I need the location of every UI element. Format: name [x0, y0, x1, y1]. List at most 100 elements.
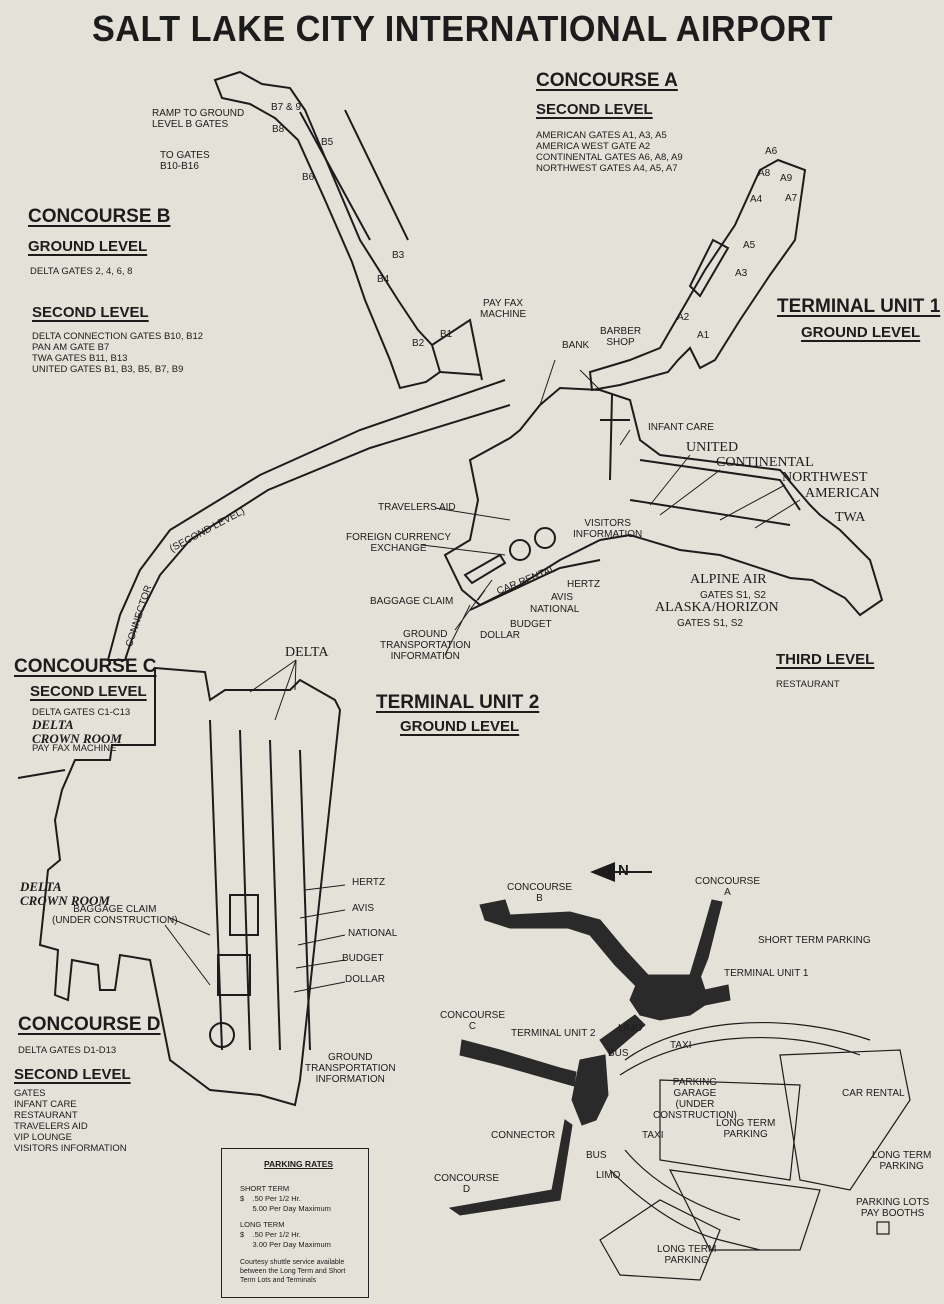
site-concourse-a-label: CONCOURSE A	[695, 876, 761, 898]
parking-rates-title: PARKING RATES	[264, 1159, 334, 1169]
concourse-d-amenity: VIP LOUNGE	[14, 1132, 72, 1143]
third-level-heading: THIRD LEVEL	[776, 651, 875, 668]
t2-rental-budget: BUDGET	[342, 953, 384, 964]
site-long-term-parking-1: LONG TERM PARKING	[716, 1118, 776, 1140]
t2-ground-transport-label: GROUND TRANSPORTATION INFORMATION	[305, 1052, 396, 1085]
gate-label-a2: A2	[677, 312, 690, 323]
parking-rates-short: SHORT TERM $ .50 Per 1/2 Hr. 5.00 Per Da…	[240, 1184, 331, 1213]
site-terminal-1	[629, 974, 731, 1021]
north-arrow	[590, 862, 652, 882]
site-bus-label-2: BUS	[586, 1150, 607, 1161]
rental-label-hertz: HERTZ	[567, 579, 601, 590]
concourse-a-heading: CONCOURSE A	[536, 70, 678, 91]
concourse-d-level: SECOND LEVEL	[14, 1066, 131, 1083]
site-concourse-c	[459, 1039, 577, 1087]
concourse-d-amenity: TRAVELERS AID	[14, 1121, 88, 1132]
concourse-a-line: CONTINENTAL GATES A6, A8, A9	[536, 152, 683, 163]
rental-label-budget: BUDGET	[510, 619, 552, 630]
site-connector-t1-t2	[599, 1014, 646, 1056]
gate-label-b8: B8	[272, 124, 285, 135]
site-car-rental-label: CAR RENTAL	[842, 1088, 905, 1099]
concourse-b-second-line: DELTA CONNECTION GATES B10, B12	[32, 331, 204, 342]
concourse-c-line: DELTA GATES C1-C13	[32, 707, 131, 718]
gate-label-b1: B1	[440, 329, 453, 340]
concourse-a-inner	[688, 238, 730, 298]
gate-label-b7-9: B7 & 9	[271, 102, 302, 113]
t2-baggage-claim-label: BAGGAGE CLAIM (UNDER CONSTRUCTION)	[52, 904, 178, 926]
site-terminal-2	[571, 1054, 609, 1126]
t2-circular-stair	[209, 1022, 235, 1048]
visitors-info-label: VISITORS INFORMATION	[573, 518, 643, 540]
alaska-horizon-label: ALASKA/HORIZON	[655, 600, 779, 615]
leader-lines	[164, 359, 801, 993]
site-concourse-b	[479, 899, 649, 991]
alaska-horizon-gates: GATES S1, S2	[677, 618, 743, 629]
t2-rental-avis: AVIS	[352, 903, 375, 914]
concourse-c-level: SECOND LEVEL	[30, 683, 147, 700]
ramp-label: RAMP TO GROUND LEVEL B GATES	[152, 108, 245, 130]
ground-transport-label: GROUND TRANSPORTATION INFORMATION	[380, 629, 471, 662]
rental-label-dollar: DOLLAR	[480, 630, 521, 641]
pay-fax-label: PAY FAX MACHINE	[480, 298, 527, 320]
site-map-roads	[599, 1021, 911, 1281]
alpine-air-label: ALPINE AIR	[690, 572, 767, 587]
parking-rates-note: Courtesy shuttle service available betwe…	[240, 1259, 346, 1284]
concourse-c-inner-lines	[209, 719, 311, 1051]
concourse-b-ground-line: DELTA GATES 2, 4, 6, 8	[30, 266, 133, 277]
terminal-2-heading: TERMINAL UNIT 2	[376, 692, 540, 713]
t2-rental-national: NATIONAL	[348, 928, 398, 939]
t1-car-rental-strip	[469, 559, 601, 611]
gate-label-a4: A4	[750, 194, 763, 205]
b-connector-lines	[431, 318, 483, 381]
gate-label-b2: B2	[412, 338, 425, 349]
airline-label-united: UNITED	[686, 440, 739, 455]
t2-rental-hertz: HERTZ	[352, 877, 386, 888]
gate-label-a7: A7	[785, 193, 798, 204]
delta-crown-room-label: DELTA CROWN ROOM	[20, 879, 110, 908]
gate-label-b4: B4	[377, 274, 390, 285]
site-long-term-parking-2: LONG TERM PARKING	[872, 1150, 932, 1172]
concourse-a-level: SECOND LEVEL	[536, 101, 653, 118]
gate-label-a8: A8	[758, 168, 771, 179]
concourse-b-second-line: UNITED GATES B1, B3, B5, B7, B9	[32, 364, 184, 375]
site-concourse-c-label: CONCOURSE C	[440, 1010, 506, 1032]
third-level-line: RESTAURANT	[776, 679, 840, 690]
baggage-claim-label: BAGGAGE CLAIM	[370, 596, 454, 607]
gate-label-a3: A3	[735, 268, 748, 279]
site-terminal-2-label: TERMINAL UNIT 2	[511, 1028, 596, 1039]
d-left-arrow	[17, 769, 66, 779]
gate-label-a6: A6	[765, 146, 778, 157]
site-pay-booths-label: PARKING LOTS PAY BOOTHS	[856, 1197, 930, 1219]
airline-label-american: AMERICAN	[805, 486, 880, 501]
concourse-d-amenity: GATES	[14, 1088, 46, 1099]
site-limo-label-2: LIMO	[596, 1170, 621, 1181]
site-concourse-d-label: CONCOURSE D	[434, 1173, 500, 1195]
concourse-d-amenity: VISITORS INFORMATION	[14, 1143, 127, 1154]
gate-label-b3: B3	[392, 250, 405, 261]
concourse-a-line: AMERICAN GATES A1, A3, A5	[536, 130, 667, 141]
site-long-term-parking-3: LONG TERM PARKING	[657, 1244, 717, 1266]
travelers-aid-label: TRAVELERS AID	[378, 502, 456, 513]
terminal-1-heading: TERMINAL UNIT 1	[777, 296, 941, 317]
site-connector-d	[448, 1119, 573, 1216]
site-map-buildings	[448, 899, 731, 1216]
site-garage-label: PARKING GARAGE (UNDER CONSTRUCTION)	[653, 1077, 737, 1121]
concourse-d-amenity: RESTAURANT	[14, 1110, 78, 1121]
site-bus-label: BUS	[608, 1048, 629, 1059]
terminal-outline-strokes	[17, 70, 884, 1107]
airline-label-twa: TWA	[835, 510, 866, 525]
t2-baggage-racetrack-2	[217, 954, 251, 996]
terminal-1-inner-lines	[600, 394, 801, 526]
site-terminal-1-label: TERMINAL UNIT 1	[724, 968, 809, 979]
page-title: SALT LAKE CITY INTERNATIONAL AIRPORT	[92, 8, 833, 49]
rental-label-avis: AVIS	[551, 592, 574, 603]
connector-outline	[106, 379, 511, 661]
concourse-b-heading: CONCOURSE B	[28, 206, 171, 227]
gate-label-a5: A5	[743, 240, 756, 251]
concourse-c-line: PAY FAX MACHINE	[32, 743, 117, 754]
terminal-2-level: GROUND LEVEL	[400, 718, 520, 735]
airline-label-northwest: NORTHWEST	[782, 470, 868, 485]
airline-label-continental: CONTINENTAL	[716, 455, 814, 470]
